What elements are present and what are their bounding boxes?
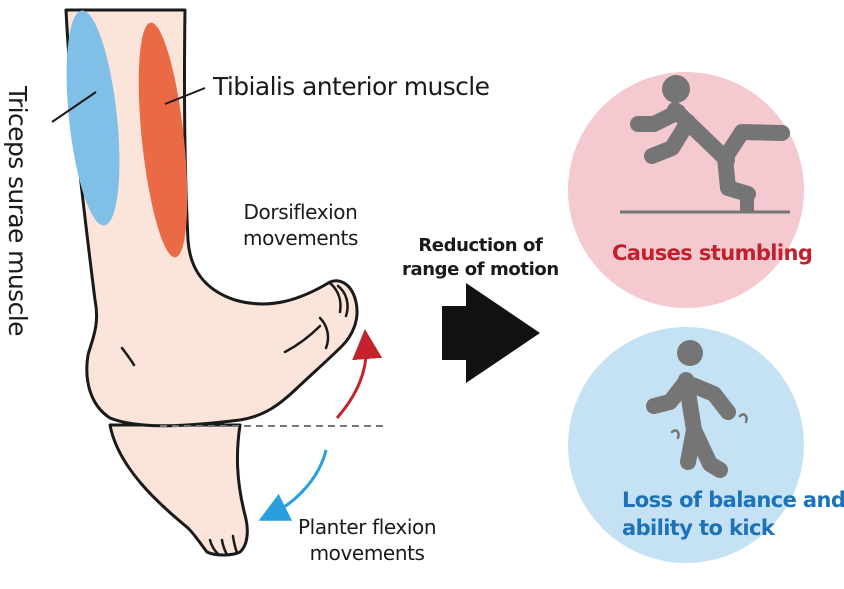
dorsiflexion-line1: Dorsiflexion (243, 199, 358, 225)
balance-line2: ability to kick (622, 514, 844, 542)
planter-flexion-label: Planter flexion movements (298, 514, 436, 566)
dorsiflexion-label: Dorsiflexion movements (243, 199, 358, 251)
triceps-surae-label: Triceps surae muscle (3, 86, 32, 336)
reduction-line2: range of motion (402, 258, 559, 282)
tibialis-anterior-label: Tibialis anterior muscle (213, 72, 489, 101)
reduction-line1: Reduction of (402, 234, 559, 258)
stumbling-text: Causes stumbling (612, 241, 812, 265)
balance-text: Loss of balance and ability to kick (622, 486, 844, 542)
planter-line2: movements (298, 540, 436, 566)
balance-line1: Loss of balance and (622, 486, 844, 514)
plantar-foot (110, 425, 247, 555)
big-arrow (442, 283, 540, 383)
triceps-surae-text: Triceps surae muscle (3, 86, 32, 336)
reduction-label: Reduction of range of motion (402, 234, 559, 282)
dorsiflexion-arrow (337, 344, 366, 418)
stumble-circle (568, 72, 804, 308)
planter-flexion-arrow (272, 450, 326, 514)
dorsiflexion-line2: movements (243, 225, 358, 251)
planter-line1: Planter flexion (298, 514, 436, 540)
